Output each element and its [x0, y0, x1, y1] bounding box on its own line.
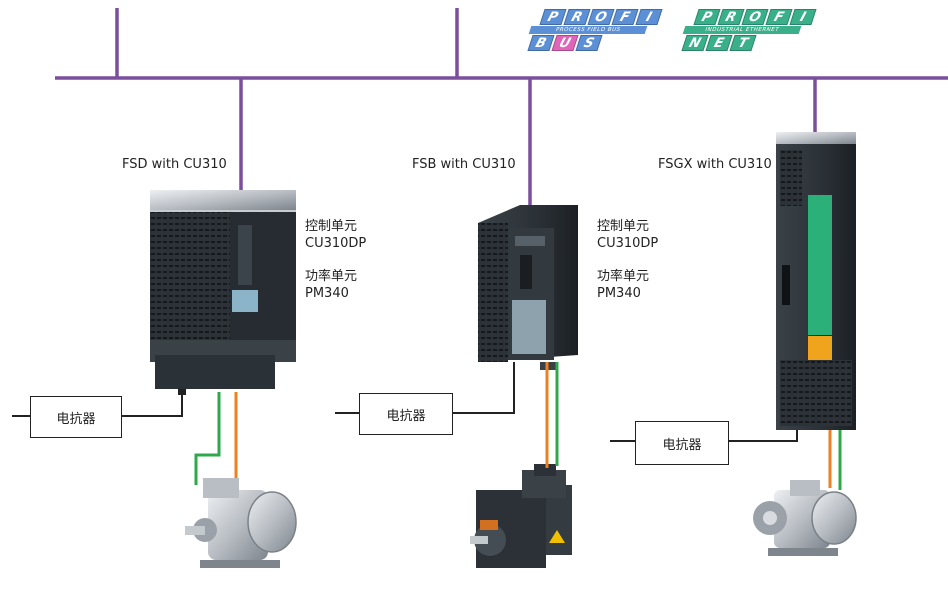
profibus-letter-top-0: P: [539, 9, 567, 25]
line-reactor-1-drive: [120, 392, 183, 417]
reactor-box-2: 电抗器: [359, 393, 453, 435]
profibus-logo-subtitle: PROCESS FIELD BUS: [528, 26, 648, 34]
fsb-power-label: 功率单元: [597, 269, 650, 284]
line-reactor-3-drive: [727, 430, 798, 442]
profibus-letter-top-1: R: [563, 9, 591, 25]
profibus-letter-bottom-1: U: [551, 35, 579, 51]
motor-2-image: [470, 464, 572, 568]
profinet-letter-top-2: O: [741, 9, 769, 25]
motor-3-image: [753, 480, 857, 556]
profinet-letter-top-0: P: [693, 9, 721, 25]
unit-title-fsd: FSD with CU310: [122, 157, 227, 172]
reactor-box-1: 电抗器: [30, 396, 122, 438]
profibus-letter-top-2: O: [587, 9, 615, 25]
wire-green-1: [194, 392, 221, 485]
profinet-letter-top-3: F: [765, 9, 793, 25]
fsb-drive-image: [478, 205, 578, 370]
profinet-letter-bottom-0: N: [681, 35, 709, 51]
profinet-letter-bottom-2: T: [729, 35, 757, 51]
unit-title-fsb: FSB with CU310: [412, 157, 516, 172]
profibus-letter-bottom-2: S: [575, 35, 603, 51]
fsd-control-model: CU310DP: [305, 236, 367, 251]
reactor-box-3: 电抗器: [635, 421, 729, 465]
profinet-letter-bottom-1: E: [705, 35, 733, 51]
profibus-letter-bottom-0: B: [527, 35, 555, 51]
fsb-power-model: PM340: [597, 286, 641, 301]
fsb-power-unit-label: 功率单元 PM340: [597, 268, 649, 302]
line-reactor-2-drive: [451, 362, 515, 414]
profibus-letter-top-3: F: [611, 9, 639, 25]
fsgx-drive-image: [776, 132, 856, 430]
fsd-power-label: 功率单元: [305, 269, 358, 284]
profibus-letter-top-4: I: [635, 9, 663, 25]
profinet-letter-top-4: I: [789, 9, 817, 25]
fsb-control-label: 控制单元: [597, 219, 650, 234]
fsd-control-unit-label: 控制单元 CU310DP: [305, 218, 366, 252]
fsd-drive-image: [150, 190, 296, 395]
unit-title-fsgx: FSGX with CU310: [658, 157, 772, 172]
fsd-control-label: 控制单元: [305, 219, 358, 234]
profinet-letter-top-1: R: [717, 9, 745, 25]
motor-1-image: [185, 478, 297, 568]
profinet-logo-subtitle: INDUSTRIAL ETHERNET: [682, 26, 802, 34]
fsd-power-unit-label: 功率单元 PM340: [305, 268, 357, 302]
fsb-control-unit-label: 控制单元 CU310DP: [597, 218, 658, 252]
fsd-power-model: PM340: [305, 286, 349, 301]
fsb-control-model: CU310DP: [597, 236, 659, 251]
